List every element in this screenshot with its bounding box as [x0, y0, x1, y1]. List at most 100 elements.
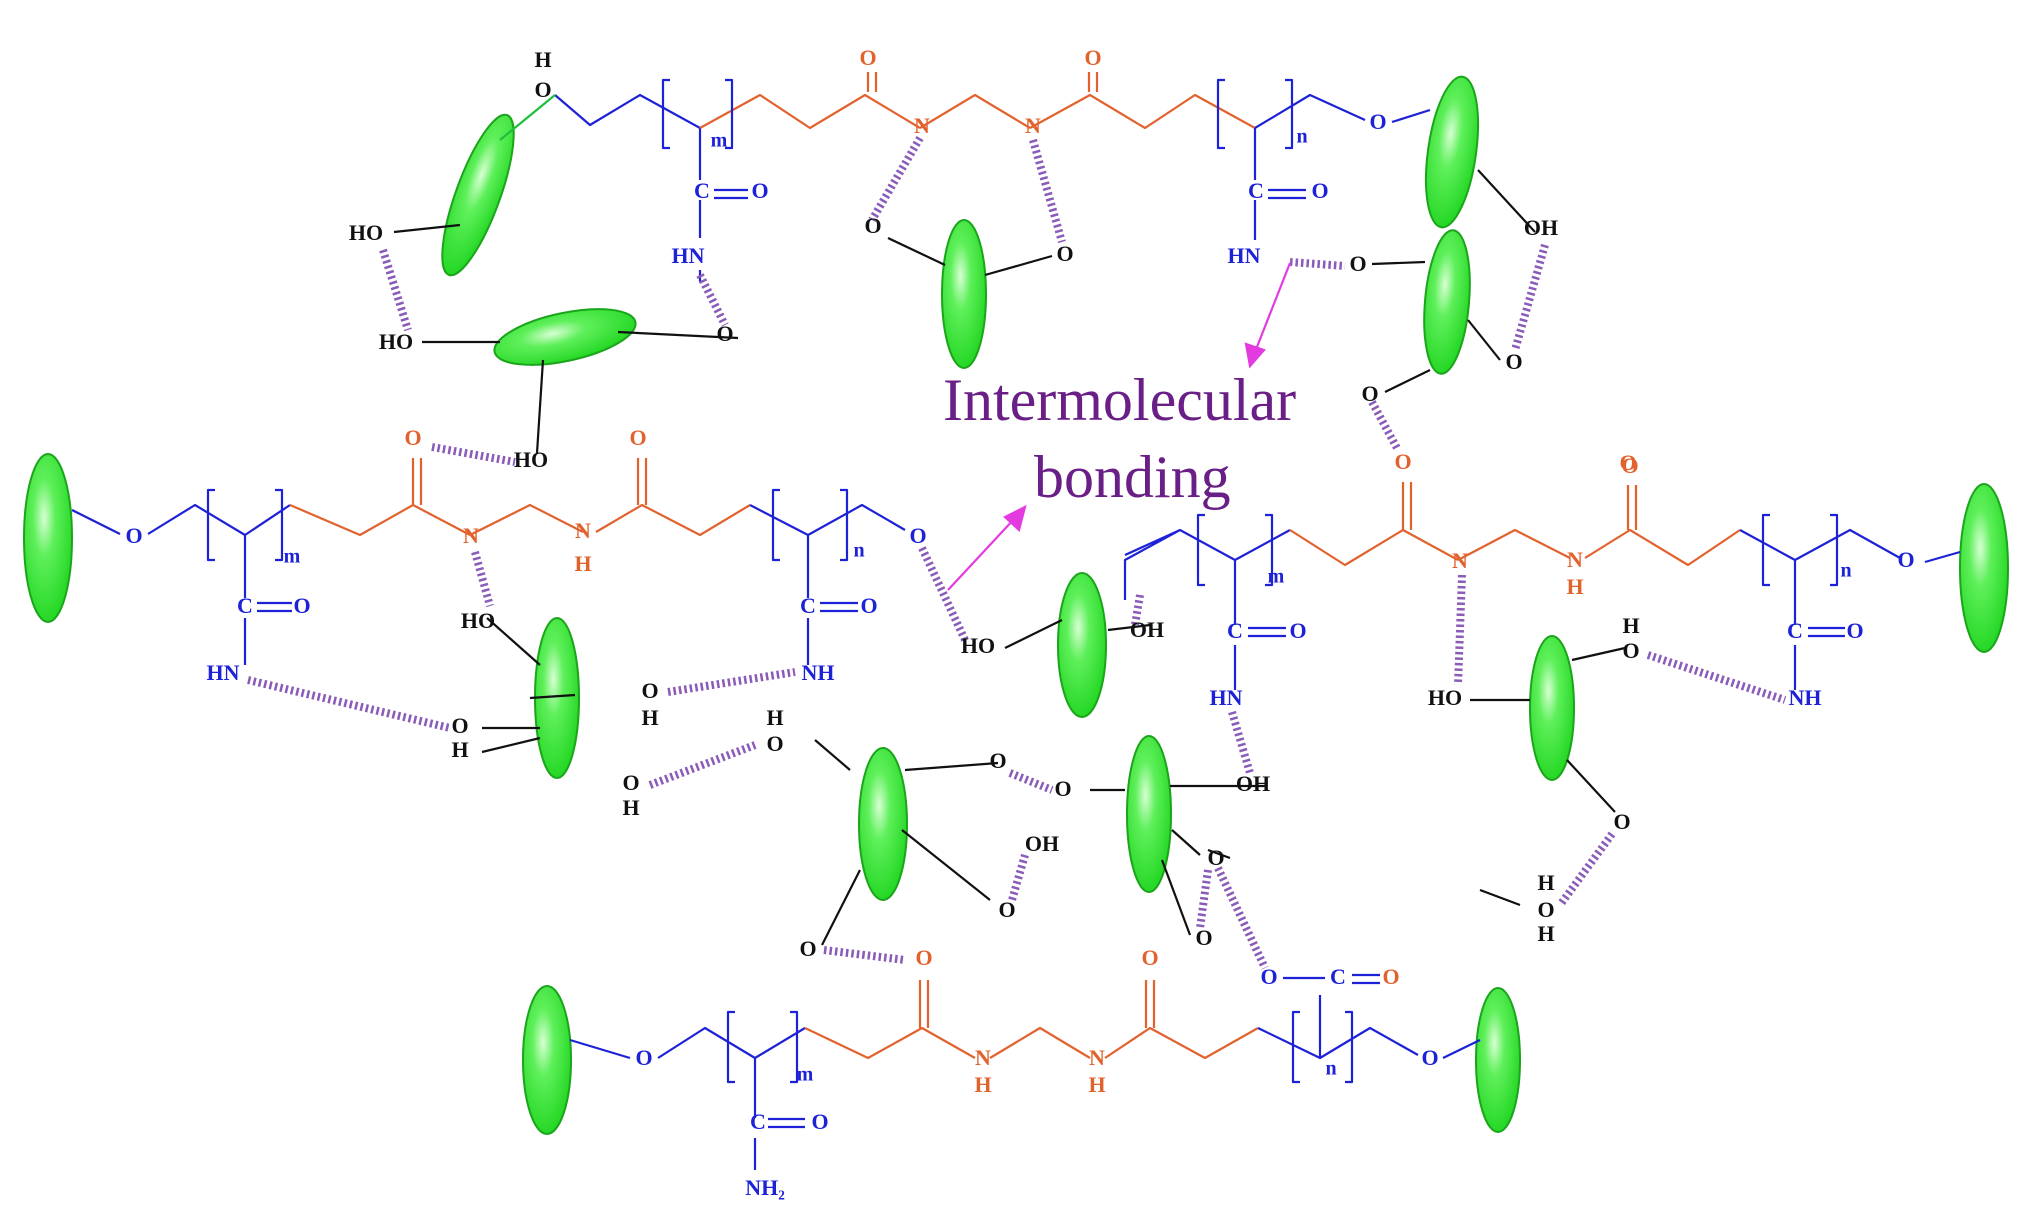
hbond [1556, 831, 1616, 908]
atom-label: O [1846, 618, 1863, 643]
co-double-3b [1808, 626, 1845, 638]
atom-label: O [909, 523, 926, 548]
annotation-line-2: bonding [1034, 444, 1231, 510]
chain-4-blue [657, 1026, 806, 1170]
atom-label: H [974, 1072, 991, 1097]
atom-label: N [1452, 548, 1468, 573]
atom-label: C [1227, 618, 1243, 643]
hbond [823, 946, 906, 964]
covalent-bonds [71, 72, 1961, 1170]
atom-label: HO [461, 608, 495, 633]
atom-label: H [1622, 613, 1639, 638]
atom-label: O [1311, 178, 1328, 203]
hbond [247, 676, 451, 732]
atom-label: NH [802, 660, 835, 685]
ellipse-unit [493, 308, 637, 366]
atom-label: OH [1524, 215, 1558, 240]
atom-label: O [1897, 547, 1914, 572]
atom-label: H [1566, 574, 1583, 599]
atom-label: HO [961, 633, 995, 658]
atom-label: O [629, 425, 646, 450]
hbond [1454, 574, 1466, 686]
ellipse-unit [858, 747, 908, 901]
arrowhead [1003, 504, 1027, 533]
chain-4-blue-right [1257, 995, 1481, 1060]
atom-label: H [534, 47, 551, 72]
atom-label: HN [672, 243, 705, 268]
ellipse-unit [1424, 75, 1480, 229]
atom-label: O [125, 523, 142, 548]
atom-label: OH [1025, 831, 1059, 856]
bracket-4n [1291, 1010, 1354, 1084]
ellipse-unit [1529, 635, 1575, 781]
o-link-4 [569, 1038, 631, 1060]
ellipse-unit [1423, 229, 1471, 375]
atom-label: n [853, 540, 864, 562]
chain-2-orange [289, 458, 751, 537]
atom-label: C [1787, 618, 1803, 643]
hbond [1196, 869, 1212, 929]
hbond [1289, 258, 1346, 270]
chain-1-blue-right [1253, 93, 1366, 240]
atom-label: O [998, 897, 1015, 922]
bracket-1m [661, 78, 734, 150]
bracket-1n [1216, 78, 1294, 150]
hbond [648, 741, 757, 789]
atom-label: O [641, 678, 658, 703]
atom-label: m [711, 130, 728, 152]
co-double-2a [257, 601, 292, 613]
atom-label: O [1537, 897, 1554, 922]
atom-label: O [1056, 241, 1073, 266]
atom-label: O [1141, 945, 1158, 970]
hbond [696, 273, 729, 327]
atom-label: O [1349, 251, 1366, 276]
atom-label: O [766, 731, 783, 756]
atom-label: C [694, 178, 710, 203]
atom-label: O [404, 425, 421, 450]
atom-label: O [635, 1045, 652, 1070]
atom-label: O [1361, 381, 1378, 406]
atom-label: NH₂ [745, 1175, 785, 1200]
hbond [471, 550, 494, 608]
atom-label: NH [1789, 685, 1822, 710]
atom-label: O [1622, 638, 1639, 663]
atom-label: O [1621, 453, 1638, 478]
atom-label: N [1089, 1045, 1105, 1070]
atom-label: O [1054, 776, 1071, 801]
atom-label: HN [1210, 685, 1243, 710]
atom-label: C [1248, 178, 1264, 203]
atom-label: O [989, 748, 1006, 773]
atom-label: n [1325, 1058, 1336, 1080]
bracket-3m [1196, 513, 1274, 587]
hbond [379, 248, 412, 332]
ellipse-unit [1057, 572, 1107, 718]
hbond [431, 443, 516, 466]
hydrogen-bonds [247, 135, 1787, 970]
atom-label: O [915, 945, 932, 970]
atom-label: N [914, 113, 930, 138]
atom-label: HO [514, 447, 548, 472]
co-double-3a [1248, 626, 1286, 638]
atom-label: C [1330, 964, 1346, 989]
atom-label: O [451, 713, 468, 738]
atom-label: O [1207, 845, 1224, 870]
arrow-mid [947, 517, 1016, 591]
ellipse-unit [1959, 483, 2009, 653]
atom-label: O [622, 770, 639, 795]
ellipse-unit [941, 219, 987, 369]
co-double-2b [820, 601, 858, 613]
atom-label: n [1296, 126, 1307, 148]
chain-1-blue [554, 93, 702, 282]
hbond [1214, 866, 1269, 970]
black-bonds [393, 169, 1626, 946]
atom-label: O [1613, 809, 1630, 834]
atom-label: C [237, 593, 253, 618]
atom-label: O [1260, 964, 1277, 989]
atom-label: m [284, 546, 301, 568]
ellipse-unit [1475, 987, 1521, 1133]
bracket-4m [726, 1010, 799, 1084]
annotation-arrows [947, 262, 1292, 591]
hbond [868, 135, 924, 223]
atom-label: OH [1130, 617, 1164, 642]
